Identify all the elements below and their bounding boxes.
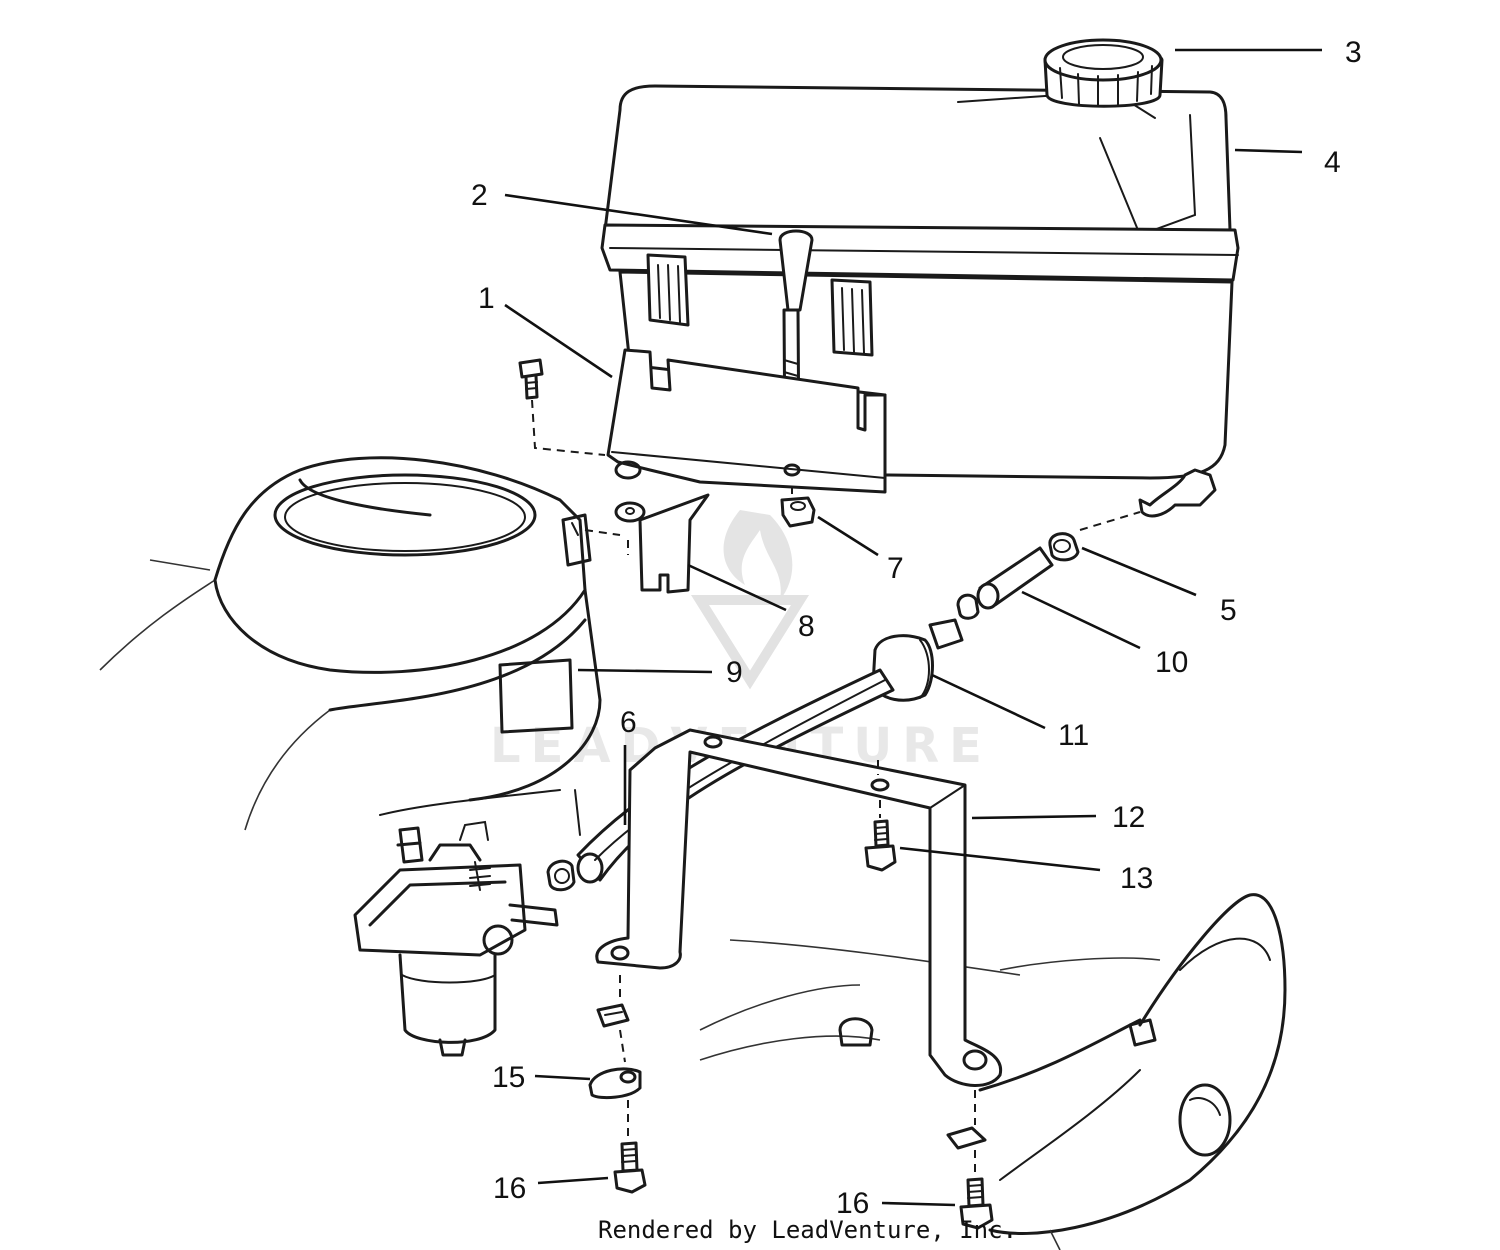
mounting-bolt-upper (864, 800, 897, 872)
clip-nut (588, 1067, 642, 1138)
callout-9: 9 (726, 656, 743, 689)
callout-10: 10 (1155, 646, 1188, 679)
callout-11: 11 (1058, 719, 1089, 752)
callout-2: 2 (471, 179, 488, 212)
hex-bolt-left (613, 1141, 647, 1194)
callout-3: 3 (1345, 36, 1362, 69)
tank-mounting-bracket (518, 348, 887, 494)
render-credit: Rendered by LeadVenture, Inc. (598, 1216, 1017, 1244)
callout-1: 1 (478, 282, 495, 315)
spacer-plate (596, 975, 630, 1063)
engine-shroud (99, 456, 629, 836)
callout-16-left: 16 (493, 1172, 526, 1205)
hose-clamp-lower (546, 859, 576, 892)
callout-5: 5 (1220, 594, 1237, 627)
tank-support-frame (595, 728, 1003, 1087)
support-bracket (638, 493, 710, 594)
deck-spacer-right (946, 1090, 987, 1175)
callout-15: 15 (492, 1061, 525, 1094)
callout-16-right: 16 (836, 1187, 869, 1220)
callout-13: 13 (1120, 862, 1153, 895)
callout-8: 8 (798, 610, 815, 643)
callout-6: 6 (620, 706, 637, 739)
fuel-hose-short (976, 546, 1054, 610)
hex-bolt-right (959, 1177, 994, 1230)
hex-nut (614, 496, 816, 528)
hose-clamp-upper (1048, 511, 1141, 562)
fuel-tank (600, 38, 1240, 518)
hose-clamp-middle (956, 593, 980, 620)
mower-deck (699, 893, 1287, 1250)
callout-7: 7 (887, 552, 904, 585)
callout-12: 12 (1112, 801, 1145, 834)
fuel-cap (1043, 38, 1164, 108)
callout-4: 4 (1324, 146, 1341, 179)
leader-lines (504, 48, 1322, 1207)
callout-numbers: 2 1 3 4 5 6 7 8 9 10 11 12 13 15 16 16 (471, 36, 1362, 1220)
carburetor-assembly (353, 820, 559, 1057)
